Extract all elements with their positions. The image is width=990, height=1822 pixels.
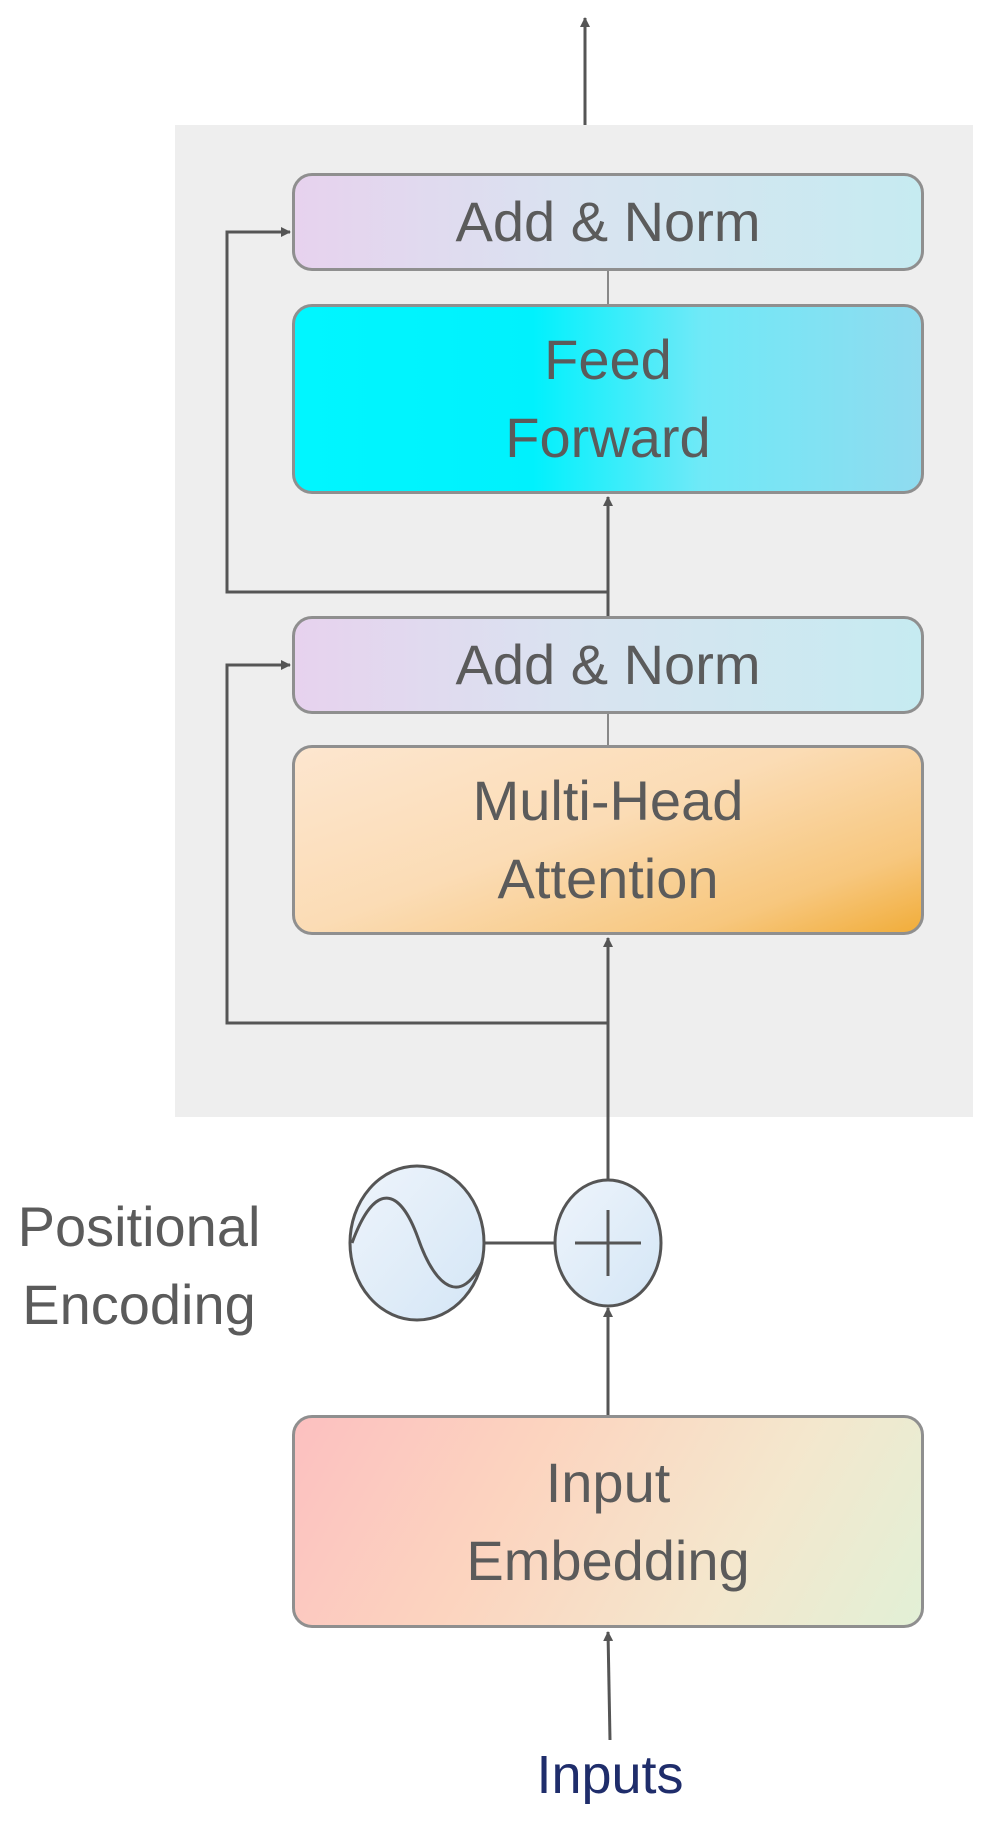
positional-encoding-label: Positional Encoding	[8, 1188, 270, 1344]
feed-forward-label-line-2: Forward	[505, 406, 711, 469]
add-norm-block-bottom: Add & Norm	[292, 616, 924, 714]
add-norm-top-label: Add & Norm	[455, 190, 761, 253]
attention-label-line-1: Multi-Head	[472, 769, 744, 832]
feed-forward-block: Feed Forward	[292, 304, 924, 494]
inputs-label: Inputs	[536, 1745, 684, 1805]
positional-encoding-line-1: Positional	[17, 1195, 261, 1258]
feed-forward-label-line-1: Feed	[544, 328, 672, 391]
arrow-inputs-to-embedding	[603, 1631, 614, 1741]
residual-connection-top	[225, 227, 608, 594]
input-embedding-block: Input Embedding	[292, 1415, 924, 1628]
add-norm-block-top: Add & Norm	[292, 173, 924, 271]
multi-head-attention-block: Multi-Head Attention	[292, 745, 924, 935]
sine-wave-icon	[348, 1164, 486, 1322]
add-norm-bottom-label: Add & Norm	[455, 633, 761, 696]
positional-encoding-line-2: Encoding	[22, 1273, 256, 1336]
attention-label-line-2: Attention	[497, 847, 719, 910]
adder-icon	[553, 1178, 663, 1308]
residual-connection-bottom	[225, 660, 608, 1025]
input-embedding-line-1: Input	[545, 1450, 671, 1514]
input-embedding-line-2: Embedding	[466, 1528, 750, 1592]
